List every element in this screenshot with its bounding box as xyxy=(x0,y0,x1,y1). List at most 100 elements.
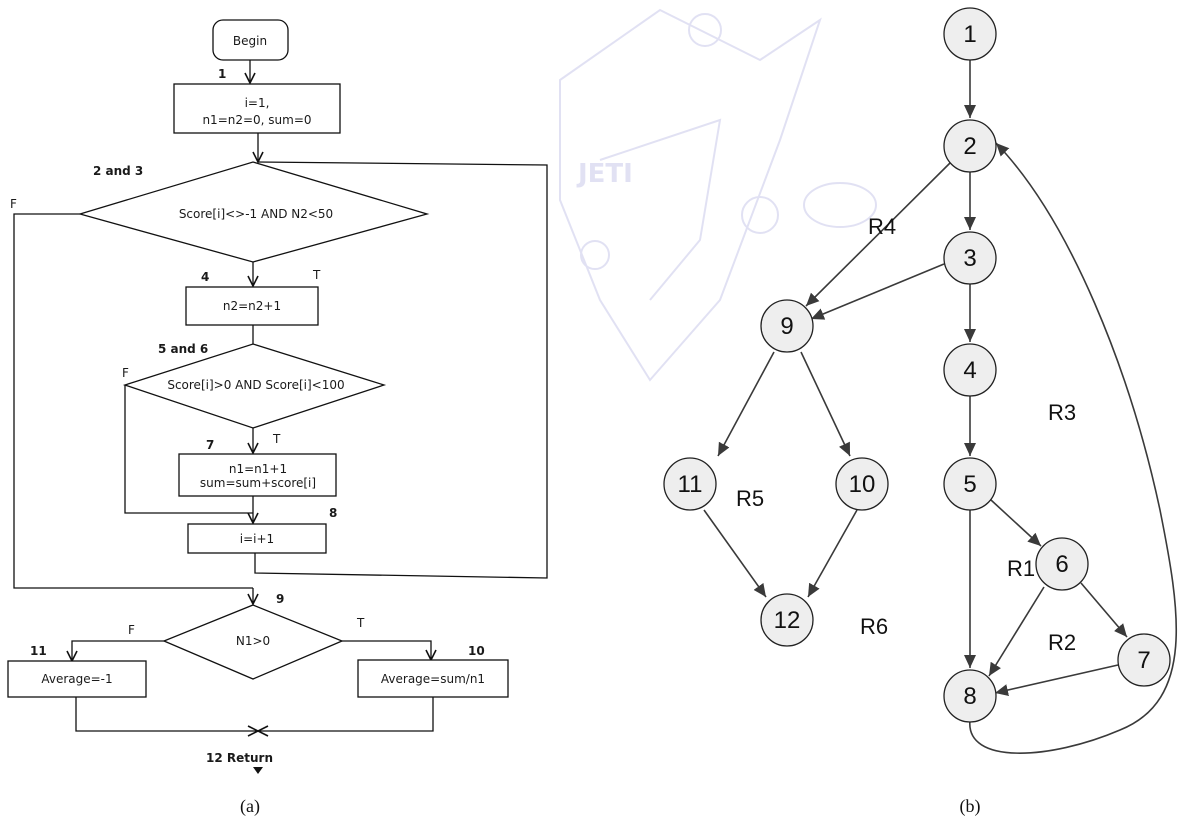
avg-neg-box xyxy=(7,660,147,698)
edge-5-6 xyxy=(990,499,1042,547)
flowchart-text: Begin i=1, n1=n2=0, sum=0 Score[i]<>-1 A… xyxy=(10,34,485,765)
node-label-11: 11 xyxy=(30,644,47,658)
node-circle xyxy=(760,593,814,647)
flowgraph-node-6: 6 xyxy=(1035,537,1089,591)
false-label-cond3: F xyxy=(128,623,135,637)
edge-2-9 xyxy=(805,162,951,307)
node-circle xyxy=(943,343,997,397)
node-circle xyxy=(943,669,997,723)
edge-8-2 xyxy=(969,142,1178,754)
init-line-1: i=1, xyxy=(245,96,270,110)
node-label-2-3: 2 and 3 xyxy=(93,164,143,178)
node-label-10: 10 xyxy=(468,644,485,658)
inc-i-box xyxy=(187,523,327,554)
edge-7-8 xyxy=(994,664,1119,696)
node-label: 5 xyxy=(963,471,976,498)
connector-false-cond1 xyxy=(13,213,253,589)
flowgraph-node-11: 11 xyxy=(663,457,717,511)
region-r1: R1 xyxy=(1007,556,1035,581)
node-circle xyxy=(943,7,997,61)
true-label-cond1: T xyxy=(312,268,321,282)
node-label: 9 xyxy=(780,313,793,340)
flowgraph-regions: R1 R2 R3 R4 R5 R6 xyxy=(736,214,1076,655)
cond3-label: N1>0 xyxy=(236,634,270,648)
body-box xyxy=(178,453,337,497)
false-label-cond1: F xyxy=(10,197,17,211)
node-label: 11 xyxy=(678,471,703,498)
region-r6: R6 xyxy=(860,614,888,639)
edge-11-12 xyxy=(703,509,767,598)
connector-merge-left xyxy=(75,697,258,731)
watermark-text: JETI xyxy=(576,159,633,189)
node-label-1: 1 xyxy=(218,67,226,81)
flowgraph-node-4: 4 xyxy=(943,343,997,397)
flowgraph-node-2: 2 xyxy=(943,119,997,173)
node-circle xyxy=(943,457,997,511)
node-circle xyxy=(663,457,717,511)
flowgraph-node-12: 12 xyxy=(760,593,814,647)
edge-9-11 xyxy=(717,351,775,457)
region-r3: R3 xyxy=(1048,400,1076,425)
decision-cond3 xyxy=(162,604,344,680)
connector-merge-right xyxy=(258,697,434,731)
caption-a: (a) xyxy=(240,796,260,817)
decision-cond2 xyxy=(122,343,387,429)
flowgraph-edges xyxy=(703,60,1178,754)
node-label: 2 xyxy=(963,133,976,160)
cond1-label: Score[i]<>-1 AND N2<50 xyxy=(179,207,333,221)
flowchart xyxy=(7,19,548,774)
decision-cond1 xyxy=(77,161,430,263)
flowgraph-node-5: 5 xyxy=(943,457,997,511)
caption-b: (b) xyxy=(960,796,981,817)
node-circle xyxy=(943,119,997,173)
region-r5: R5 xyxy=(736,486,764,511)
avg-calc-box xyxy=(357,659,509,698)
connector-true-cond3 xyxy=(342,640,431,660)
body-line-1: n1=n1+1 xyxy=(229,462,287,476)
connector-false-cond3 xyxy=(72,640,164,661)
flowgraph-node-9: 9 xyxy=(760,299,814,353)
node-label-8: 8 xyxy=(329,506,337,520)
node-label: 10 xyxy=(849,471,876,498)
flowgraph-node-7: 7 xyxy=(1117,633,1171,687)
body-line-2: sum=sum+score[i] xyxy=(200,476,316,490)
region-r4: R4 xyxy=(868,214,896,239)
edge-6-7 xyxy=(1080,582,1128,638)
node-label: 4 xyxy=(963,357,976,384)
avg-calc-label: Average=sum/n1 xyxy=(381,672,485,686)
edge-9-10 xyxy=(800,351,851,457)
node-label: 8 xyxy=(963,683,976,710)
return-arrow-icon xyxy=(253,767,263,774)
region-r2: R2 xyxy=(1048,630,1076,655)
flowgraph-node-8: 8 xyxy=(943,669,997,723)
node-label-7: 7 xyxy=(206,438,214,452)
begin-label: Begin xyxy=(233,34,267,48)
inc-n2-label: n2=n2+1 xyxy=(223,299,281,313)
node-label-9: 9 xyxy=(276,592,284,606)
node-circle xyxy=(835,457,889,511)
avg-neg-label: Average=-1 xyxy=(41,672,112,686)
node-label-4: 4 xyxy=(201,270,209,284)
edge-10-12 xyxy=(807,509,858,598)
node-label: 6 xyxy=(1055,551,1068,578)
node-label: 3 xyxy=(963,245,976,272)
node-label-5-6: 5 and 6 xyxy=(158,342,208,356)
inc-n2-box xyxy=(185,286,319,326)
edge-6-8 xyxy=(988,586,1045,677)
begin-terminal xyxy=(212,19,289,61)
flowgraph-node-3: 3 xyxy=(943,231,997,285)
init-line-2: n1=n2=0, sum=0 xyxy=(202,113,311,127)
return-label: 12 Return xyxy=(206,751,273,765)
node-circle xyxy=(1117,633,1171,687)
init-box xyxy=(173,83,341,134)
connector-false-cond2 xyxy=(124,385,253,514)
true-label-cond2: T xyxy=(272,432,281,446)
flowgraph-node-10: 10 xyxy=(835,457,889,511)
inc-i-label: i=i+1 xyxy=(240,532,274,546)
node-circle xyxy=(943,231,997,285)
connector-loop-back xyxy=(254,161,548,579)
false-label-cond2: F xyxy=(122,366,129,380)
node-label: 1 xyxy=(963,21,976,48)
watermark: JETI xyxy=(559,8,877,382)
